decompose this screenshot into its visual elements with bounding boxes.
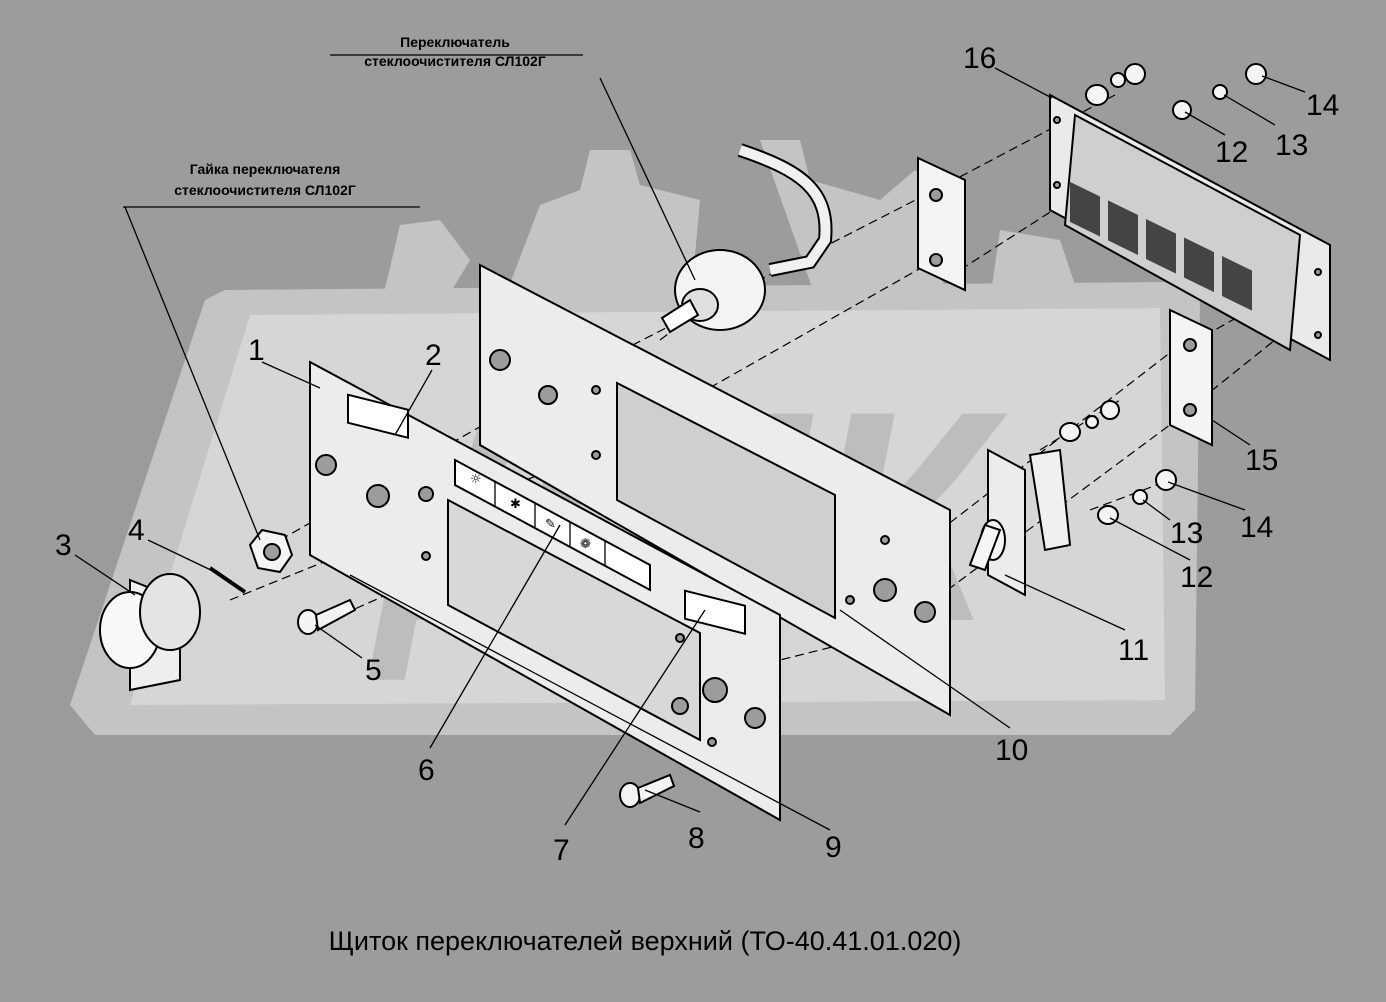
label-part-4: 4 (128, 514, 145, 547)
back-panel (479, 263, 951, 717)
note-wiper-switch-line1: Переключатель (400, 34, 510, 50)
label-part-5: 5 (365, 654, 382, 687)
leader-lines (74, 54, 1306, 831)
label-part-8: 8 (688, 822, 705, 855)
label-part-15: 15 (1245, 444, 1278, 477)
label-part-1: 1 (248, 334, 265, 367)
diagram-caption: Щиток переключателей верхний (ТО-40.41.0… (329, 926, 962, 956)
screw-8 (619, 773, 676, 808)
switch-nut-part (248, 528, 294, 574)
label-part-3: 3 (55, 529, 72, 562)
note-switch-nut-line2: стеклоочистителя СЛ102Г (174, 182, 356, 198)
label-part-11: 11 (1118, 634, 1149, 667)
indicator-label-strip: ☼ ✱ ✎ ❁ (454, 458, 651, 592)
wiper-switch-sl102g (660, 143, 833, 334)
label-part-16: 16 (963, 42, 996, 75)
svg-text:❁: ❁ (580, 537, 591, 552)
label-part-14a: 14 (1306, 89, 1339, 122)
knob-part (99, 573, 201, 692)
label-part-7: 7 (553, 834, 570, 867)
pin-part (208, 566, 247, 594)
front-panel (309, 360, 781, 822)
svg-text:☼: ☼ (470, 472, 482, 487)
washers-nuts (1059, 63, 1267, 525)
spacer-plate-15 (1169, 308, 1213, 447)
label-part-13a: 13 (1275, 129, 1308, 162)
label-part-9: 9 (825, 831, 842, 864)
svg-text:✎: ✎ (545, 517, 556, 532)
spacer-plate-16 (917, 156, 966, 292)
label-part-10: 10 (995, 734, 1028, 767)
label-part-14b: 14 (1240, 511, 1273, 544)
screw-5 (297, 598, 357, 635)
label-part-2: 2 (425, 339, 442, 372)
toggle-switch (968, 448, 1072, 597)
switch-block-module (1049, 93, 1331, 362)
label-part-12b: 12 (1180, 561, 1213, 594)
label-part-12a: 12 (1215, 136, 1248, 169)
label-part-13b: 13 (1170, 517, 1203, 550)
label-part-6: 6 (418, 754, 435, 787)
svg-text:✱: ✱ (510, 497, 521, 512)
note-wiper-switch-line2: стеклоочистителя СЛ102Г (364, 53, 546, 69)
note-switch-nut-line1: Гайка переключателя (190, 161, 341, 177)
